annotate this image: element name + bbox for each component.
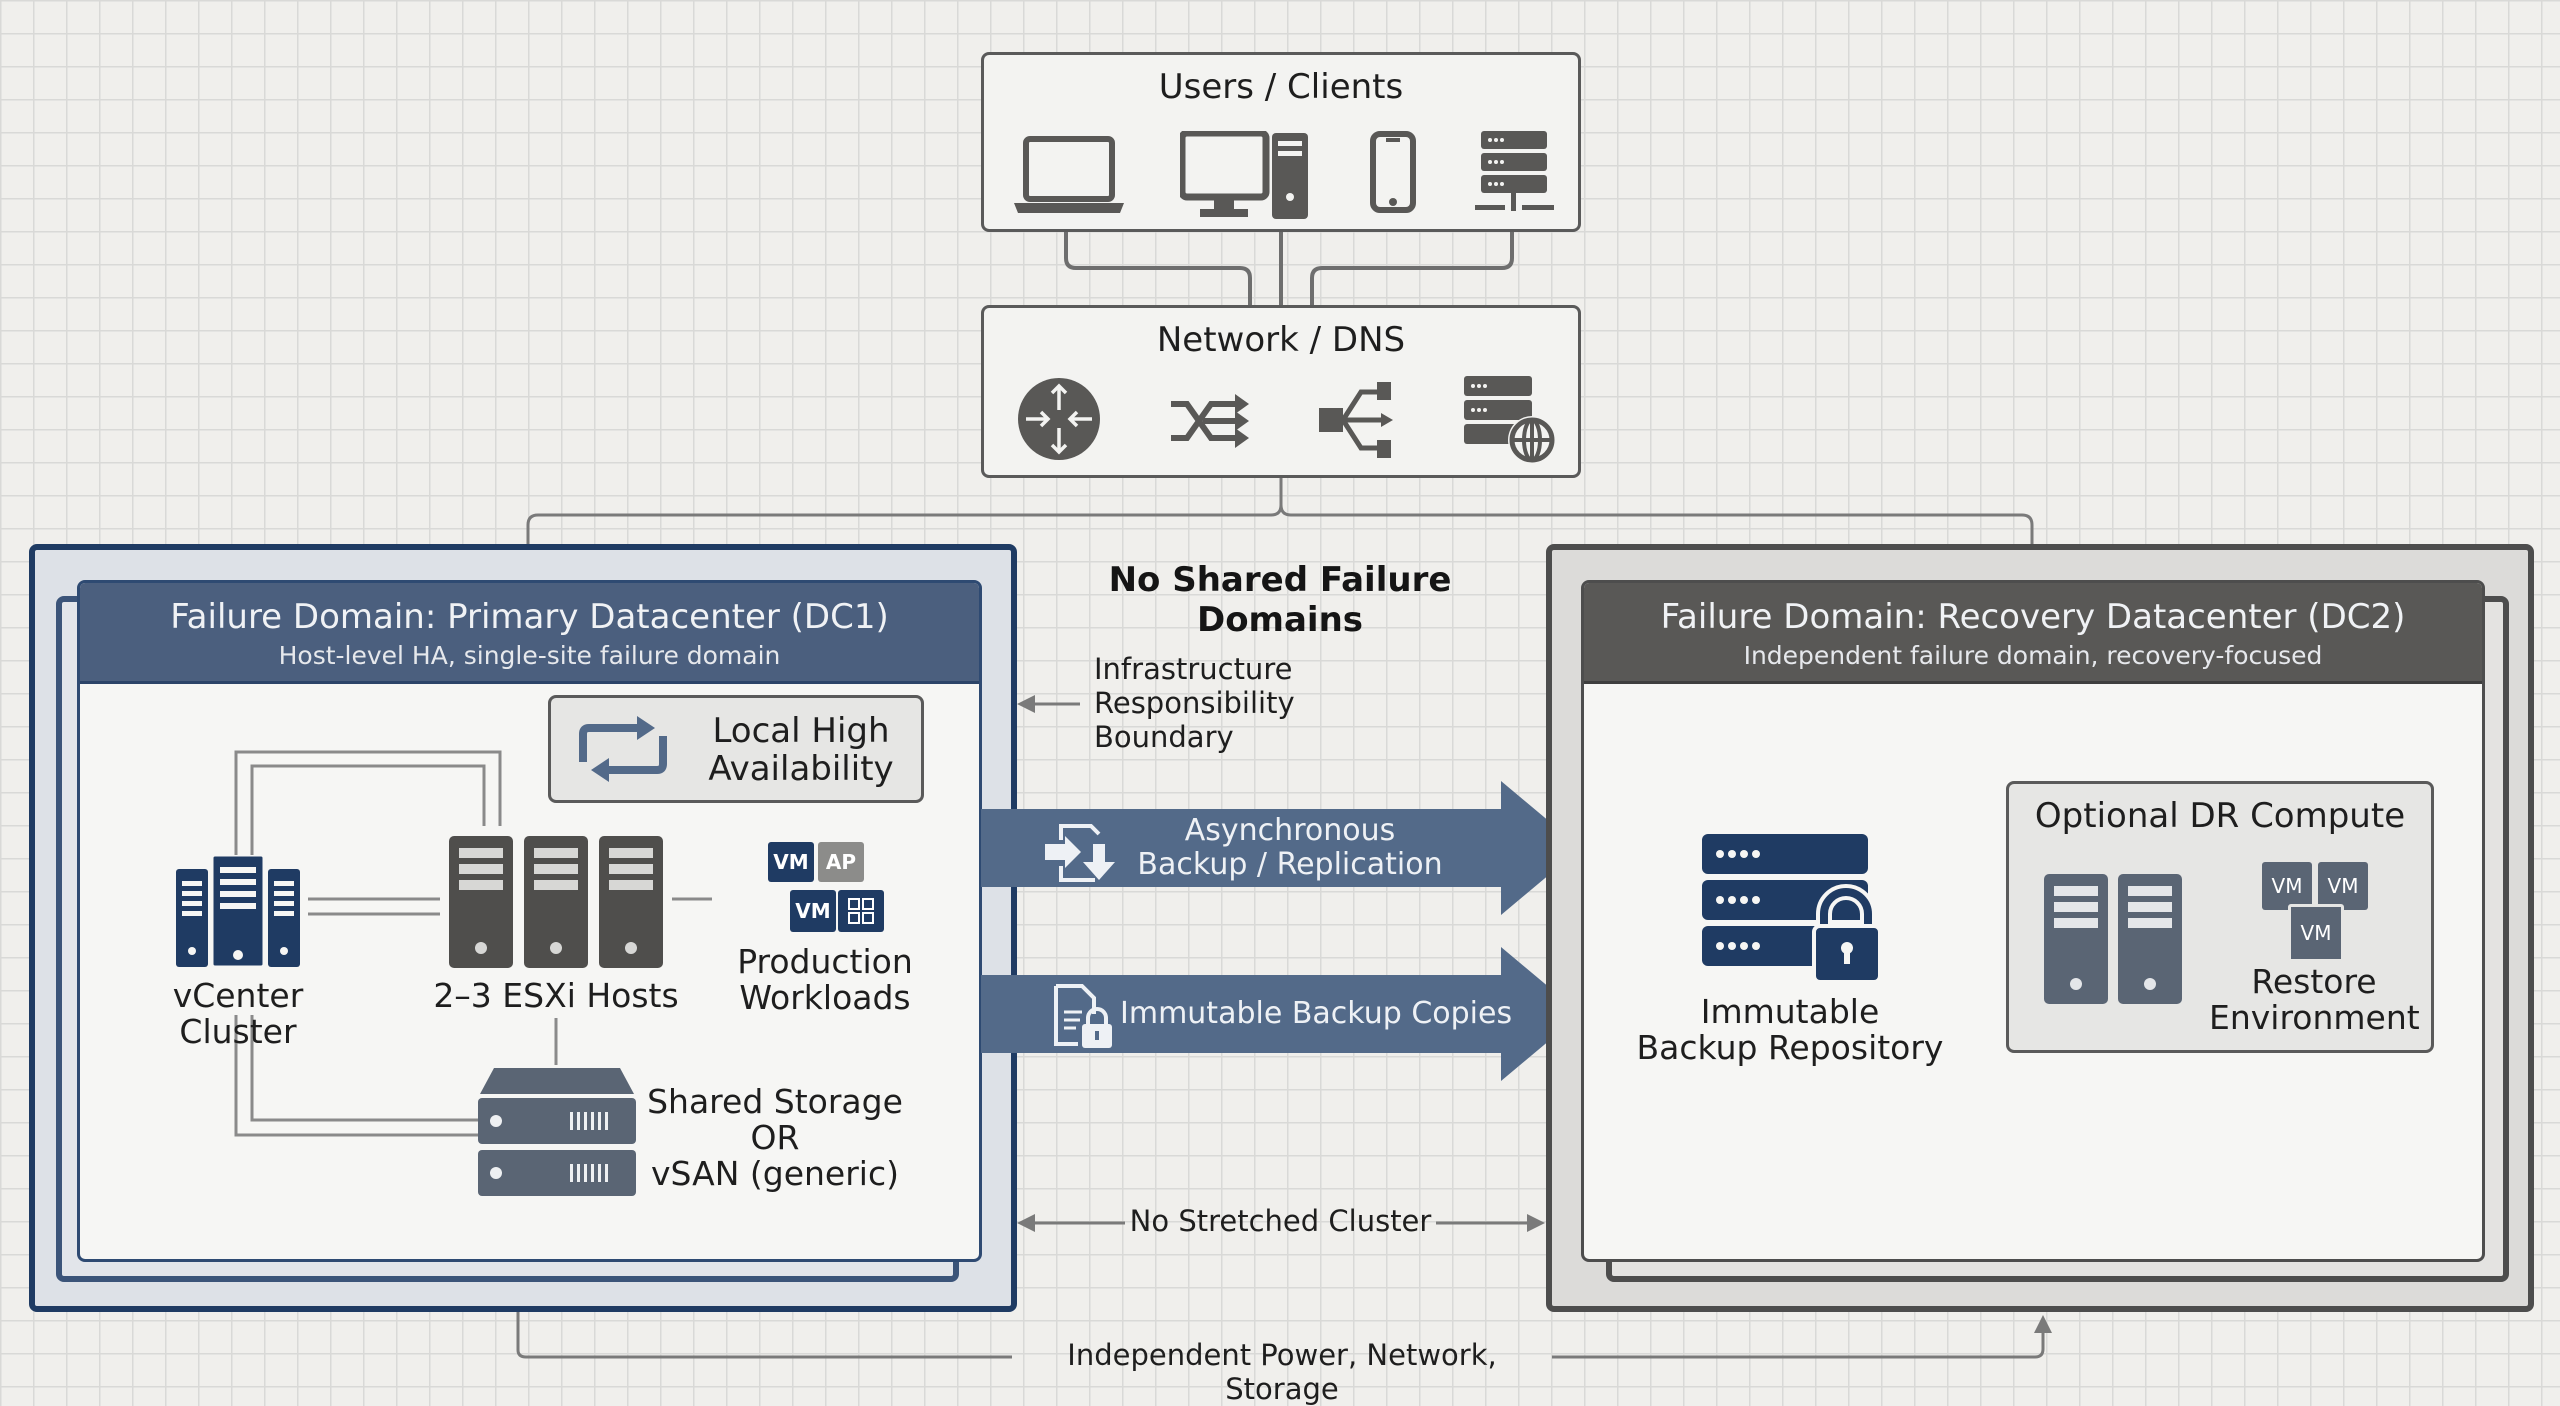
independent-arrow [1552,1315,2052,1359]
dr-compute-title: Optional DR Compute [2034,796,2406,836]
dc1-subtitle: Host-level HA, single-site failure domai… [278,641,781,670]
async-line1: Asynchronous [1184,813,1396,848]
users-network-link-left [1064,232,1252,305]
restore-vm-tag-2: VM [2318,862,2368,910]
independent-infrastructure-label: Independent Power, Network, Storage [1067,1338,1497,1406]
desktop-computer-icon [1180,131,1308,219]
dc2-subtitle: Independent failure domain, recovery-foc… [1743,641,2323,670]
optional-dr-compute-box: Optional DR Compute VM VM VM Restore Env… [2006,781,2434,1053]
network-dns-title: Network / DNS [1156,320,1406,360]
laptop-icon [1014,136,1124,213]
storage-line2: OR [750,1118,800,1157]
boundary-note: Infrastructure Responsibility Boundary [1094,652,1295,754]
dns-server-icon [1464,376,1556,464]
immutable-copies-arrow [981,947,1581,1081]
workload-vm-tag-2: VM [790,890,836,932]
restore-vm-tag-1: VM [2262,862,2312,910]
boundary-note-line1: Infrastructure [1094,652,1293,686]
server-network-icon [1475,131,1554,211]
restore-environment-label: Restore Environment [2209,962,2420,1037]
replication-transfer-icon [1045,824,1115,882]
network-dns-box: Network / DNS [981,305,1581,478]
local-ha-line1: Local High [712,711,890,751]
no-shared-failure-domains-heading: No Shared Failure Domains [1108,560,1452,640]
restore-line2: Environment [2209,998,2420,1037]
workloads-line2: Workloads [739,978,911,1017]
async-line2: Backup / Replication [1137,847,1443,882]
storage-line1: Shared Storage [647,1082,903,1121]
dc2-title: Failure Domain: Recovery Datacenter (DC2… [1660,597,2406,637]
boundary-note-line3: Boundary [1094,720,1234,754]
restore-vm-tag-3: VM [2288,904,2344,962]
workload-vm-tag-1: VM [768,842,814,882]
users-clients-box: Users / Clients [981,52,1581,232]
dc2-header: Failure Domain: Recovery Datacenter (DC2… [1584,583,2482,684]
immutable-copies-label: Immutable Backup Copies [1120,996,1513,1031]
load-balancer-icon [1319,382,1393,458]
local-ha-line2: Availability [708,749,894,789]
dr-servers-icon [2044,874,2182,1004]
vcenter-cluster-icon [176,855,300,967]
repository-line1: Immutable [1700,992,1880,1031]
failover-cycle-icon [579,716,667,782]
switch-icon [1171,394,1249,448]
boundary-note-line2: Responsibility [1094,686,1295,720]
async-replication-label: Asynchronous Backup / Replication [1120,814,1460,882]
workloads-line1: Production [737,942,913,981]
independent-line [516,1311,1012,1359]
workload-app-tag: AP [818,842,864,882]
users-network-link-right [1310,232,1514,305]
esxi-hosts-icon [449,836,663,968]
dc1-title: Failure Domain: Primary Datacenter (DC1) [170,597,889,637]
workload-apps-grid-icon [838,890,884,932]
router-icon [1018,378,1100,460]
local-ha-label: Local High Availability [701,712,901,788]
local-high-availability-box: Local High Availability [548,695,924,803]
storage-line3: vSAN (generic) [651,1154,899,1193]
users-clients-title: Users / Clients [1158,67,1404,107]
vcenter-cluster-label: vCenter Cluster [172,976,304,1051]
repository-line2: Backup Repository [1636,1028,1944,1067]
mobile-phone-icon [1370,131,1416,213]
immutable-repository-icon [1702,834,1882,984]
shared-storage-icon [478,1068,636,1196]
restore-line1: Restore [2251,962,2377,1001]
async-replication-arrow [981,781,1581,915]
production-workloads-label: Production Workloads [710,944,940,1016]
esxi-hosts-label: 2–3 ESXi Hosts [433,976,679,1015]
shared-storage-label: Shared Storage OR vSAN (generic) [640,1084,910,1192]
locked-document-icon [1054,984,1112,1048]
no-stretched-cluster-label: No Stretched Cluster [1129,1204,1432,1238]
dc1-header: Failure Domain: Primary Datacenter (DC1)… [80,583,979,684]
immutable-repository-label: Immutable Backup Repository [1620,994,1960,1066]
